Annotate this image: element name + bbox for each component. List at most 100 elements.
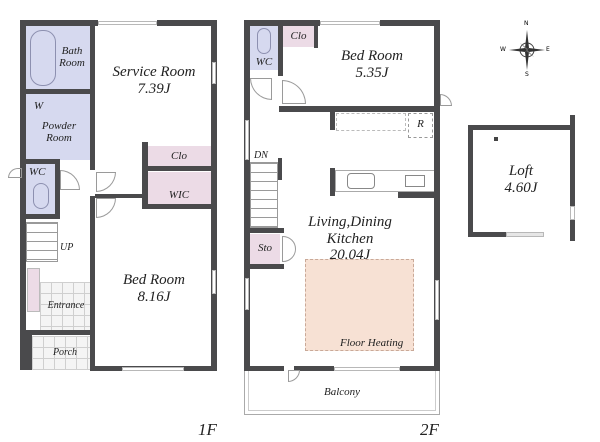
window: [320, 21, 380, 25]
powder-room: [26, 94, 90, 160]
compass-w: W: [500, 46, 506, 53]
window: [122, 367, 184, 371]
floor-1f: Bath Room W Powder Room WC Service Room …: [0, 0, 230, 442]
wall: [468, 125, 473, 237]
wall: [20, 330, 32, 370]
wall: [20, 20, 98, 26]
room-name: Bed Room: [122, 272, 186, 288]
wall: [90, 196, 95, 370]
wall: [294, 366, 334, 371]
door[interactable]: [96, 198, 116, 218]
wall: [400, 366, 440, 371]
bathtub-icon: [30, 30, 56, 86]
label-line: Room: [46, 132, 72, 145]
wall: [570, 115, 575, 241]
post-marker: [494, 137, 498, 141]
window: [212, 62, 216, 84]
wall: [20, 330, 92, 335]
powder-room-label: Powder Room: [32, 120, 86, 144]
fridge-space: [408, 113, 433, 138]
door[interactable]: [8, 168, 22, 178]
service-room-label: Service Room 7.39J: [96, 64, 212, 97]
wall: [244, 228, 284, 233]
window: [245, 120, 249, 160]
wc-2f-label: WC: [255, 56, 273, 68]
wall: [380, 20, 440, 26]
room-size: 4.60J: [504, 179, 538, 196]
wall: [244, 20, 250, 370]
window: [570, 206, 575, 220]
wall: [278, 20, 283, 76]
wc-1f-label: WC: [29, 166, 46, 178]
porch-floor: [32, 336, 90, 370]
door[interactable]: [250, 78, 272, 100]
wall: [468, 232, 506, 237]
room-size: 7.39J: [137, 80, 171, 97]
closet-2f-label: Clo: [290, 30, 307, 42]
floor-label-1f: 1F: [198, 420, 217, 439]
room-size: 5.35J: [355, 64, 389, 81]
wall: [468, 125, 574, 130]
bed-room-1f-label: Bed Room 8.16J: [96, 272, 212, 305]
wall: [278, 158, 282, 180]
door[interactable]: [60, 170, 80, 190]
label-line: Room: [59, 57, 85, 70]
sink-icon: [347, 173, 375, 189]
closet-1f: [146, 146, 212, 168]
closet-2f: [283, 25, 314, 47]
counter-upper: [336, 113, 406, 131]
window: [506, 232, 544, 237]
ldk-label: Living,Dining Kitchen 20.04J: [280, 214, 420, 264]
wall: [398, 192, 438, 198]
room-size: 8.16J: [137, 288, 171, 305]
loft-plan: Loft 4.60J N E S W: [450, 0, 600, 442]
storage-2f: [250, 234, 280, 268]
label-line: Powder: [41, 120, 77, 132]
porch-label: Porch: [52, 347, 78, 358]
wall: [244, 264, 284, 269]
window: [98, 21, 157, 25]
bed-room-2f-label: Bed Room 5.35J: [314, 48, 430, 81]
wall: [157, 20, 217, 26]
door[interactable]: [282, 80, 306, 104]
wall: [314, 20, 318, 48]
floor-label-2f: 2F: [420, 420, 439, 439]
shoe-cabinet: [27, 268, 40, 312]
wall: [20, 159, 60, 164]
room-name: Bed Room: [340, 48, 404, 64]
wall: [330, 112, 335, 130]
stairs-down-label: DN: [254, 150, 268, 161]
closet-1f-label: Clo: [171, 150, 187, 162]
wall: [90, 20, 95, 170]
room-name-2: Kitchen: [326, 230, 374, 247]
compass-icon: N E S W: [500, 20, 550, 78]
compass-n: N: [524, 20, 529, 27]
washer-label: W: [34, 100, 44, 112]
compass-e: E: [546, 46, 550, 53]
fridge-label: R: [417, 118, 424, 130]
walk-in-closet: [146, 172, 212, 204]
room-name: Living,Dining: [308, 214, 392, 230]
window: [334, 367, 400, 371]
wall: [244, 366, 284, 371]
balcony: [244, 371, 440, 415]
window: [212, 270, 216, 294]
stairs-up-label: UP: [60, 242, 74, 253]
wall: [20, 214, 60, 219]
wall: [142, 142, 148, 208]
room-name: Loft: [508, 163, 534, 179]
compass-s: S: [525, 71, 529, 78]
door[interactable]: [96, 172, 116, 192]
wall: [20, 89, 90, 94]
room-size: 20.04J: [329, 247, 371, 263]
entrance-label: Entrance: [47, 300, 85, 311]
wall: [142, 166, 214, 171]
wall: [330, 168, 335, 196]
wall: [20, 20, 26, 370]
floor-heating-label: Floor Heating: [340, 337, 404, 349]
room-name: Service Room: [112, 64, 196, 80]
storage-2f-label: Sto: [257, 242, 273, 254]
wall: [279, 106, 439, 112]
wall: [211, 20, 217, 370]
wall: [55, 159, 60, 219]
